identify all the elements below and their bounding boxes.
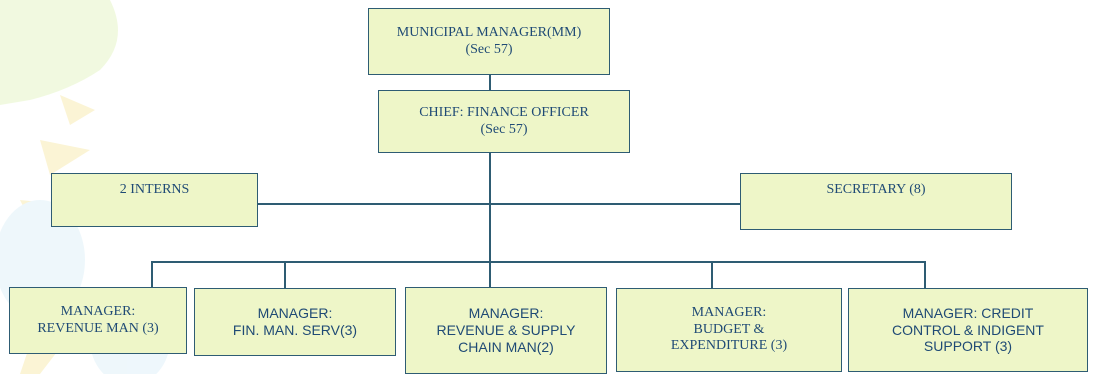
- manager-rsc-line1: MANAGER:: [468, 305, 544, 322]
- manager-credit-line3: SUPPORT (3): [923, 338, 1013, 355]
- manager-revenue-box: MANAGER: REVENUE MAN (3): [9, 287, 187, 354]
- manager-fin-line2: FIN. MAN. SERV(3): [232, 322, 358, 338]
- connector-managers-bus: [151, 261, 926, 263]
- connector-mm-cfo: [489, 75, 491, 90]
- manager-revenue-supply-chain-box: MANAGER: REVENUE & SUPPLY CHAIN MAN(2): [405, 287, 607, 374]
- manager-revenue-line1: MANAGER:: [60, 303, 136, 319]
- interns-box: 2 INTERNS: [51, 173, 258, 227]
- manager-budget-line1: MANAGER:: [691, 304, 767, 320]
- manager-rsc-line3: CHAIN MAN(2): [458, 338, 554, 355]
- manager-budget-expenditure-box: MANAGER: BUDGET & EXPENDITURE (3): [616, 288, 842, 372]
- secretary-box: SECRETARY (8): [740, 173, 1012, 230]
- manager-credit-line1: MANAGER: CREDIT: [902, 304, 1034, 321]
- municipal-manager-title: MUNICIPAL MANAGER(MM): [396, 24, 582, 40]
- cfo-section: (Sec 57): [480, 121, 528, 137]
- secretary-label: SECRETARY (8): [826, 182, 926, 197]
- connector-manager-5: [924, 261, 926, 288]
- manager-budget-line3: EXPENDITURE (3): [670, 338, 788, 354]
- connector-manager-1: [151, 261, 153, 287]
- connector-cfo-trunk: [489, 152, 491, 262]
- connector-manager-2: [284, 261, 286, 288]
- municipal-manager-section: (Sec 57): [465, 41, 513, 57]
- cfo-title: CHIEF: FINANCE OFFICER: [419, 104, 589, 120]
- connector-staff-branch: [258, 203, 740, 205]
- manager-rsc-line2: REVENUE & SUPPLY: [436, 322, 576, 339]
- interns-label: 2 INTERNS: [119, 182, 190, 197]
- municipal-manager-box: MUNICIPAL MANAGER(MM) (Sec 57): [368, 8, 610, 75]
- manager-budget-line2: BUDGET &: [693, 321, 765, 337]
- manager-revenue-line2: REVENUE MAN (3): [37, 320, 159, 336]
- manager-fin-man-serv-box: MANAGER: FIN. MAN. SERV(3): [194, 288, 396, 356]
- manager-credit-line2: CONTROL & INDIGENT: [892, 321, 1044, 338]
- connector-manager-3: [489, 261, 491, 287]
- chief-finance-officer-box: CHIEF: FINANCE OFFICER (Sec 57): [378, 90, 630, 153]
- manager-credit-control-box: MANAGER: CREDIT CONTROL & INDIGENT SUPPO…: [848, 288, 1088, 372]
- connector-manager-4: [711, 261, 713, 288]
- manager-fin-line1: MANAGER:: [257, 305, 333, 322]
